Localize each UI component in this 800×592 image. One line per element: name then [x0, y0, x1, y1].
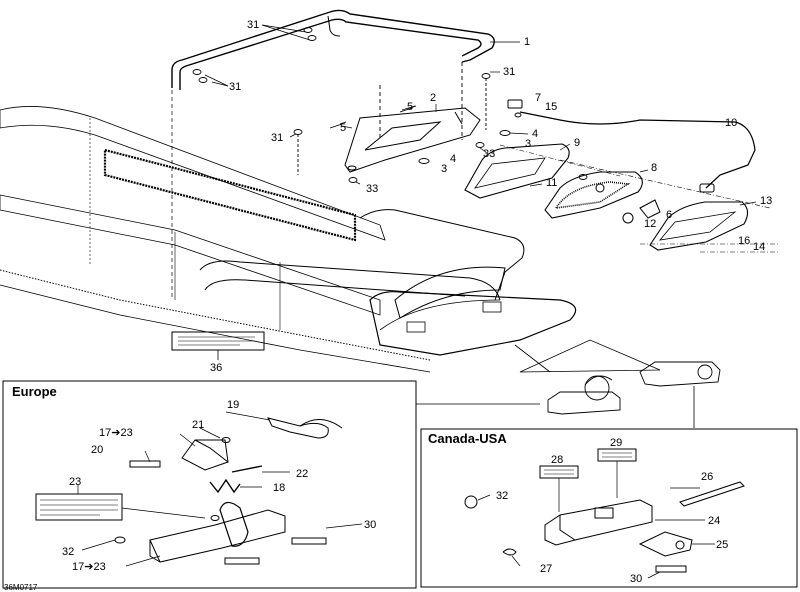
callout: 33 — [366, 183, 378, 195]
callout-leaders — [204, 24, 757, 206]
callout: 8 — [651, 162, 657, 174]
hitch-canada-small — [639, 361, 721, 387]
callout: 5 — [340, 122, 346, 134]
callout: 18 — [273, 482, 285, 494]
connector — [699, 183, 715, 193]
callout: 31 — [271, 132, 283, 144]
callout: 6 — [666, 209, 672, 221]
socket-6 — [639, 199, 661, 219]
callout: 22 — [296, 468, 308, 480]
callout: 5 — [407, 101, 413, 113]
rear-bumper — [199, 209, 577, 356]
callout: 16 — [738, 235, 750, 247]
wire-harness — [519, 111, 756, 189]
callout: 19 — [227, 399, 239, 411]
callout: 4 — [450, 153, 456, 165]
grab-handle — [171, 9, 495, 90]
callout-labels: 31 1 31 31 2 5 7 15 10 5 4 3 31 9 33 4 3… — [62, 19, 772, 585]
callout: 3 — [441, 163, 447, 175]
callout: 17➔23 — [99, 427, 133, 439]
callout: 29 — [610, 437, 622, 449]
connector-7 — [507, 99, 523, 109]
hitch-europe-small — [547, 375, 621, 415]
callout: 36 — [210, 362, 222, 374]
callout: 12 — [644, 218, 656, 230]
callout: 9 — [574, 137, 580, 149]
fasteners — [171, 27, 588, 300]
callout: 14 — [753, 241, 765, 253]
hitch-pointer — [519, 339, 661, 373]
callout: 7 — [535, 92, 541, 104]
callout: 3 — [525, 138, 531, 150]
callout: 4 — [532, 128, 538, 140]
callout: 27 — [540, 563, 552, 575]
panel-europe: Europe — [2, 380, 417, 589]
callout: 30 — [364, 519, 376, 531]
callout: 33 — [483, 148, 495, 160]
panel-canada-title: Canada-USA — [428, 431, 507, 446]
lens-13 — [649, 201, 749, 251]
callout: 23 — [69, 476, 81, 488]
callout: 15 — [545, 101, 557, 113]
callout: 31 — [229, 81, 241, 93]
lens-9 — [464, 143, 570, 199]
drawing-code: 36M0717 — [4, 583, 38, 592]
callout: 20 — [91, 444, 103, 456]
bulb-8 — [595, 183, 605, 193]
callout: 2 — [430, 92, 436, 104]
callout: 30 — [630, 573, 642, 585]
callout: 31 — [503, 66, 515, 78]
callout: 26 — [701, 471, 713, 483]
reflector-8 — [544, 171, 643, 219]
callout: 24 — [708, 515, 720, 527]
main-assembly — [0, 9, 780, 428]
callout: 1 — [524, 36, 530, 48]
callout: 10 — [725, 117, 737, 129]
bulb-12 — [622, 212, 634, 224]
callout: 11 — [546, 177, 557, 189]
callout: 13 — [760, 195, 772, 207]
callout: 25 — [716, 539, 728, 551]
callout: 28 — [551, 454, 563, 466]
canada-parts — [464, 448, 745, 579]
callout: 32 — [62, 546, 74, 558]
panel-canada-usa: Canada-USA — [420, 428, 798, 588]
panel-europe-title: Europe — [12, 384, 57, 399]
callout: 31 — [247, 19, 259, 31]
callout: 17➔23 — [72, 561, 106, 573]
light-housing — [344, 107, 481, 173]
europe-parts — [35, 411, 363, 567]
callout: 21 — [192, 419, 204, 431]
callout: 32 — [496, 490, 508, 502]
